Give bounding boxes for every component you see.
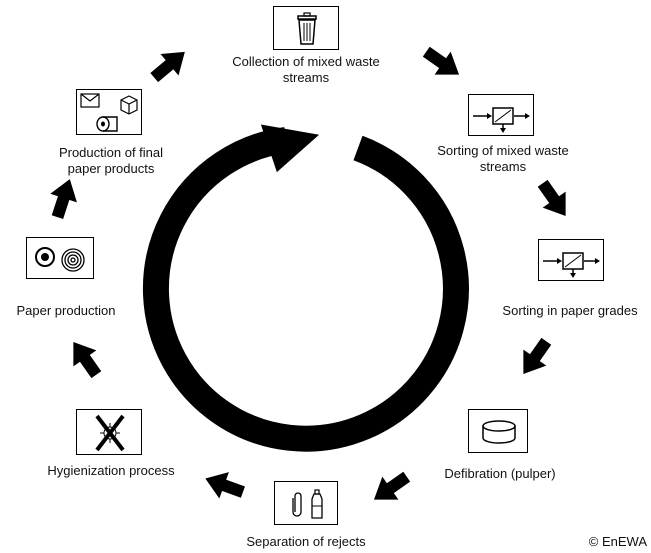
arrow-production-to-final (50, 179, 77, 219)
envelope-toiletroll-box-icon (80, 93, 138, 132)
arrow-separation-to-hygienization (205, 472, 245, 499)
crossed-bacteria-icon (95, 414, 125, 452)
pulper-drum-icon (482, 420, 516, 444)
defibration-icon-box (468, 409, 528, 453)
step-label-hygienization: Hygienization process (47, 463, 175, 478)
step-label-separation: Separation of rejects (246, 534, 366, 549)
step-label-paper-production: Paper production (16, 303, 116, 318)
sorting-mixed-icon-box (468, 94, 534, 136)
step-label-collection: Collection of mixed waste streams (232, 54, 380, 85)
sorting-machine-icon (543, 252, 600, 278)
arrow-sorting-to-grades (537, 179, 566, 217)
step-label-final-products: Production of final paper products (58, 145, 164, 176)
sorting-machine-icon (473, 107, 530, 133)
hygienization-icon-box (76, 409, 142, 455)
final-products-icon-box (76, 89, 142, 135)
paper-rolls-icon (35, 247, 85, 272)
step-label-sorting-grades: Sorting in paper grades (502, 303, 638, 318)
arrow-hygienization-to-production (73, 341, 102, 379)
collection-icon-box (273, 6, 339, 50)
separation-icon-box (274, 481, 338, 525)
copyright-notice: © EnEWA (588, 534, 647, 549)
paperclip-bottle-icon (292, 489, 323, 519)
arrow-collection-to-sorting (422, 46, 460, 75)
paper-production-icon-box (26, 237, 94, 279)
arrow-final-to-collection (150, 51, 185, 83)
arrow-grades-to-defibration (523, 337, 552, 375)
sorting-grades-icon-box (538, 239, 604, 281)
step-label-defibration: Defibration (pulper) (444, 466, 556, 481)
step-label-sorting-mixed: Sorting of mixed waste streams (437, 143, 569, 174)
arrow-defibration-to-separation (373, 471, 411, 500)
trash-bin-icon (297, 12, 317, 45)
